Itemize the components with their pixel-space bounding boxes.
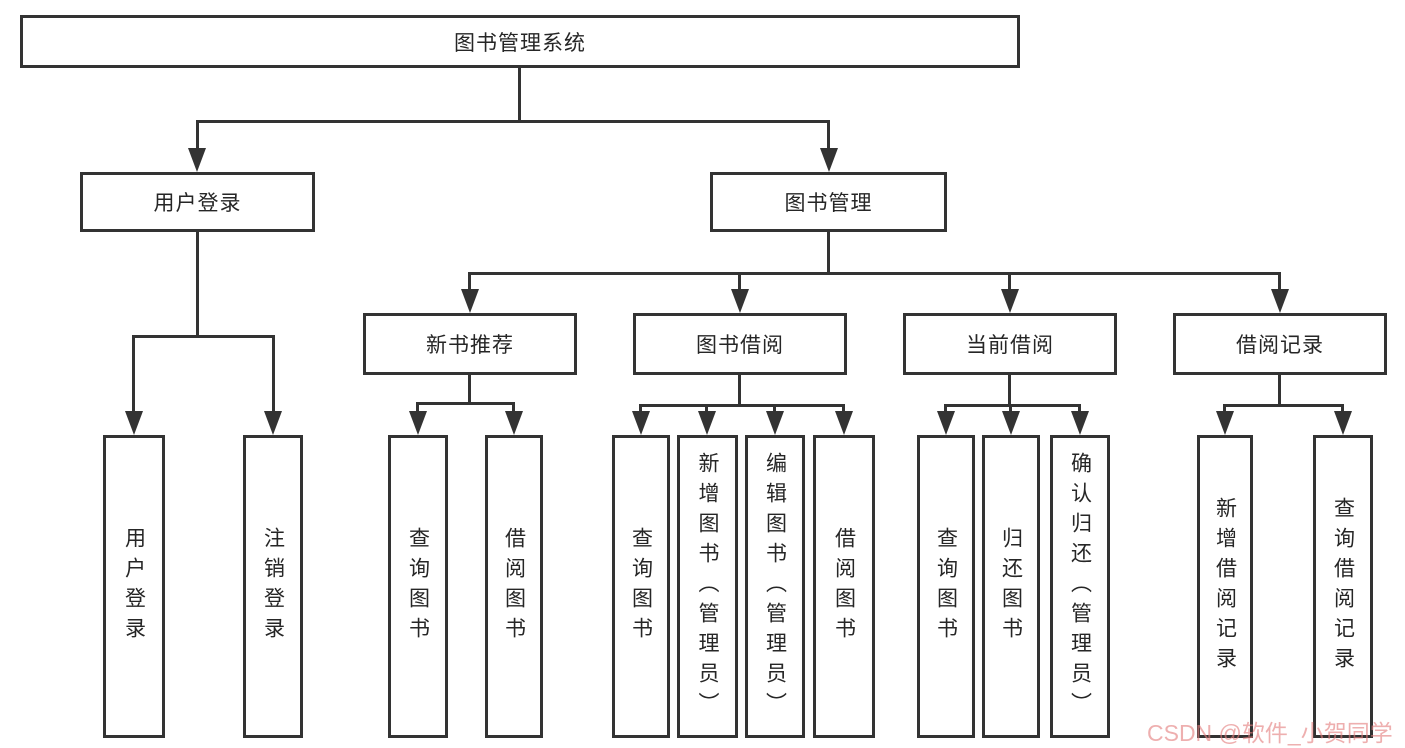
- arrowhead-down-icon: [937, 411, 955, 435]
- edge-to-borrow-record: [1278, 272, 1281, 289]
- leaf-edit-book-admin: 编辑图书（管理员）: [745, 435, 805, 738]
- edge-current-borrow-bus: [945, 404, 1081, 407]
- leaf-add-book-admin: 新增图书（管理员）: [677, 435, 738, 738]
- arrowhead-down-icon: [1071, 411, 1089, 435]
- node-book-management: 图书管理: [710, 172, 947, 232]
- arrowhead-down-icon: [820, 148, 838, 172]
- edge-book-borrow-bus: [640, 404, 844, 407]
- node-new-book-recommend: 新书推荐: [363, 313, 577, 375]
- edge-to-new-book: [468, 272, 471, 289]
- node-root-library-system: 图书管理系统: [20, 15, 1020, 68]
- csdn-watermark: CSDN @软件_小贺同学: [1147, 720, 1393, 746]
- edge-user-login-stem: [196, 232, 199, 335]
- edge-new-book-bus: [417, 402, 515, 405]
- leaf-confirm-return-admin: 确认归还（管理员）: [1050, 435, 1110, 738]
- arrowhead-down-icon: [1001, 289, 1019, 313]
- edge-new-book-stem: [468, 375, 471, 402]
- arrowhead-down-icon: [188, 148, 206, 172]
- node-book-borrowing: 图书借阅: [633, 313, 847, 375]
- edge-to-query-book-3: [944, 404, 947, 411]
- edge-borrow-record-stem: [1278, 375, 1281, 404]
- edge-book-borrow-stem: [738, 375, 741, 404]
- arrowhead-down-icon: [766, 411, 784, 435]
- edge-to-book-borrow: [738, 272, 741, 289]
- edge-to-query-record: [1341, 404, 1344, 411]
- leaf-add-borrow-record: 新增借阅记录: [1197, 435, 1253, 738]
- arrowhead-down-icon: [835, 411, 853, 435]
- edge-root-bus: [196, 120, 830, 123]
- arrowhead-down-icon: [125, 411, 143, 435]
- arrowhead-down-icon: [505, 411, 523, 435]
- edge-book-mgmt-bus: [469, 272, 1281, 275]
- edge-to-book-mgmt: [827, 120, 830, 148]
- leaf-borrow-book-2: 借阅图书: [813, 435, 875, 738]
- arrowhead-down-icon: [264, 411, 282, 435]
- edge-to-borrow-book-2: [842, 404, 845, 411]
- edge-to-leaf-logout: [272, 335, 275, 411]
- edge-book-mgmt-stem: [827, 232, 830, 272]
- arrowhead-down-icon: [1002, 411, 1020, 435]
- edge-borrow-record-bus: [1224, 404, 1344, 407]
- arrowhead-down-icon: [1216, 411, 1234, 435]
- node-user-login: 用户登录: [80, 172, 315, 232]
- edge-to-query-book-2: [639, 404, 642, 411]
- node-borrowing-records: 借阅记录: [1173, 313, 1387, 375]
- edge-to-return-book: [1009, 404, 1012, 411]
- arrowhead-down-icon: [731, 289, 749, 313]
- arrowhead-down-icon: [1334, 411, 1352, 435]
- edge-user-login-bus: [133, 335, 274, 338]
- edge-to-leaf-login: [132, 335, 135, 411]
- edge-to-edit-book: [773, 404, 776, 411]
- edge-to-borrow-book-1: [512, 402, 515, 411]
- leaf-borrow-book-1: 借阅图书: [485, 435, 543, 738]
- leaf-query-book-1: 查询图书: [388, 435, 448, 738]
- leaf-return-book: 归还图书: [982, 435, 1040, 738]
- arrowhead-down-icon: [632, 411, 650, 435]
- edge-to-confirm-return: [1078, 404, 1081, 411]
- leaf-logout: 注销登录: [243, 435, 303, 738]
- leaf-user-login: 用户登录: [103, 435, 165, 738]
- arrowhead-down-icon: [461, 289, 479, 313]
- arrowhead-down-icon: [698, 411, 716, 435]
- leaf-query-book-3: 查询图书: [917, 435, 975, 738]
- edge-to-current-borrow: [1008, 272, 1011, 289]
- edge-to-add-record: [1223, 404, 1226, 411]
- edge-current-borrow-stem: [1008, 375, 1011, 404]
- edge-root-stem: [518, 68, 521, 120]
- node-current-borrowing: 当前借阅: [903, 313, 1117, 375]
- leaf-query-book-2: 查询图书: [612, 435, 670, 738]
- edge-to-user-login: [196, 120, 199, 148]
- arrowhead-down-icon: [409, 411, 427, 435]
- edge-to-query-book-1: [416, 402, 419, 411]
- arrowhead-down-icon: [1271, 289, 1289, 313]
- edge-to-add-book: [705, 404, 708, 411]
- leaf-query-borrow-record: 查询借阅记录: [1313, 435, 1373, 738]
